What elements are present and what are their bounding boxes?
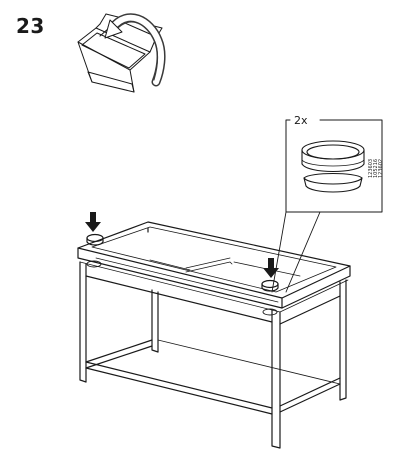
desk-illustration <box>77 221 351 449</box>
rotate-flip-icon <box>77 13 166 93</box>
part-code: 105216 <box>373 159 379 178</box>
step-number: 23 <box>16 14 45 38</box>
down-arrow-icon <box>263 258 279 278</box>
leg-cap-icon <box>301 140 365 193</box>
part-code: 123603 <box>368 159 374 178</box>
quantity-label: 2x <box>292 114 310 127</box>
detail-callout: 123603 105216 123602 <box>271 119 384 293</box>
down-arrow-icon <box>85 212 101 232</box>
part-code: 123602 <box>378 159 384 178</box>
